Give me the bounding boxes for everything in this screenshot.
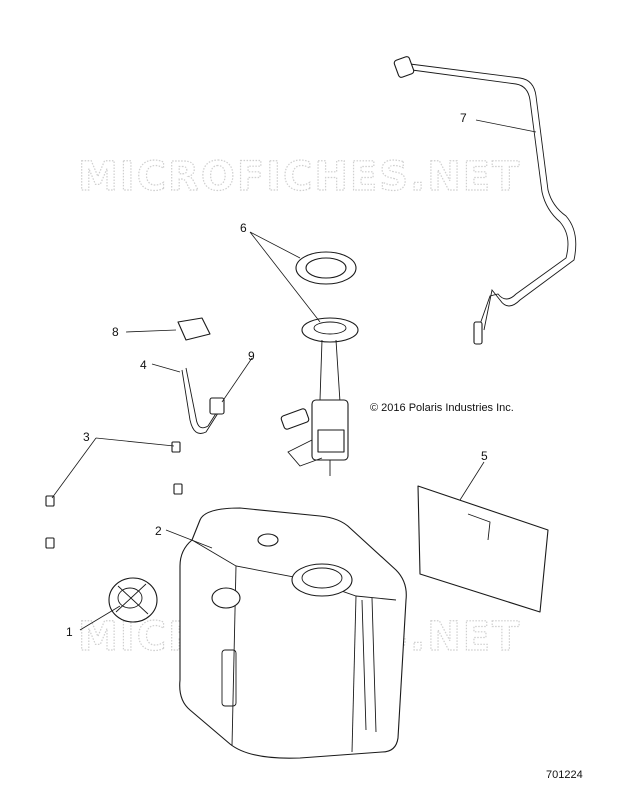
leader-lines bbox=[51, 119, 537, 631]
foam-block bbox=[177, 317, 211, 341]
wiring-harness bbox=[181, 367, 225, 434]
fuel-cap bbox=[108, 577, 158, 623]
watermark-top: MICROFICHES.NET bbox=[78, 154, 521, 200]
document-number: 701224 bbox=[546, 769, 583, 781]
callout-4: 4 bbox=[140, 358, 147, 372]
callout-9: 9 bbox=[248, 349, 255, 363]
vent-hose bbox=[393, 56, 577, 345]
callout-2: 2 bbox=[155, 524, 162, 538]
callout-1: 1 bbox=[66, 625, 73, 639]
callout-5: 5 bbox=[481, 449, 488, 463]
copyright-notice: © 2016 Polaris Industries Inc. bbox=[370, 402, 514, 414]
fuel-tank bbox=[179, 507, 407, 759]
fuel-pump-module bbox=[280, 251, 359, 476]
callout-6: 6 bbox=[240, 221, 247, 235]
bolts bbox=[45, 441, 183, 549]
callout-3: 3 bbox=[83, 430, 90, 444]
callout-7: 7 bbox=[460, 111, 467, 125]
callout-8: 8 bbox=[112, 325, 119, 339]
insulation-pad bbox=[417, 485, 549, 613]
